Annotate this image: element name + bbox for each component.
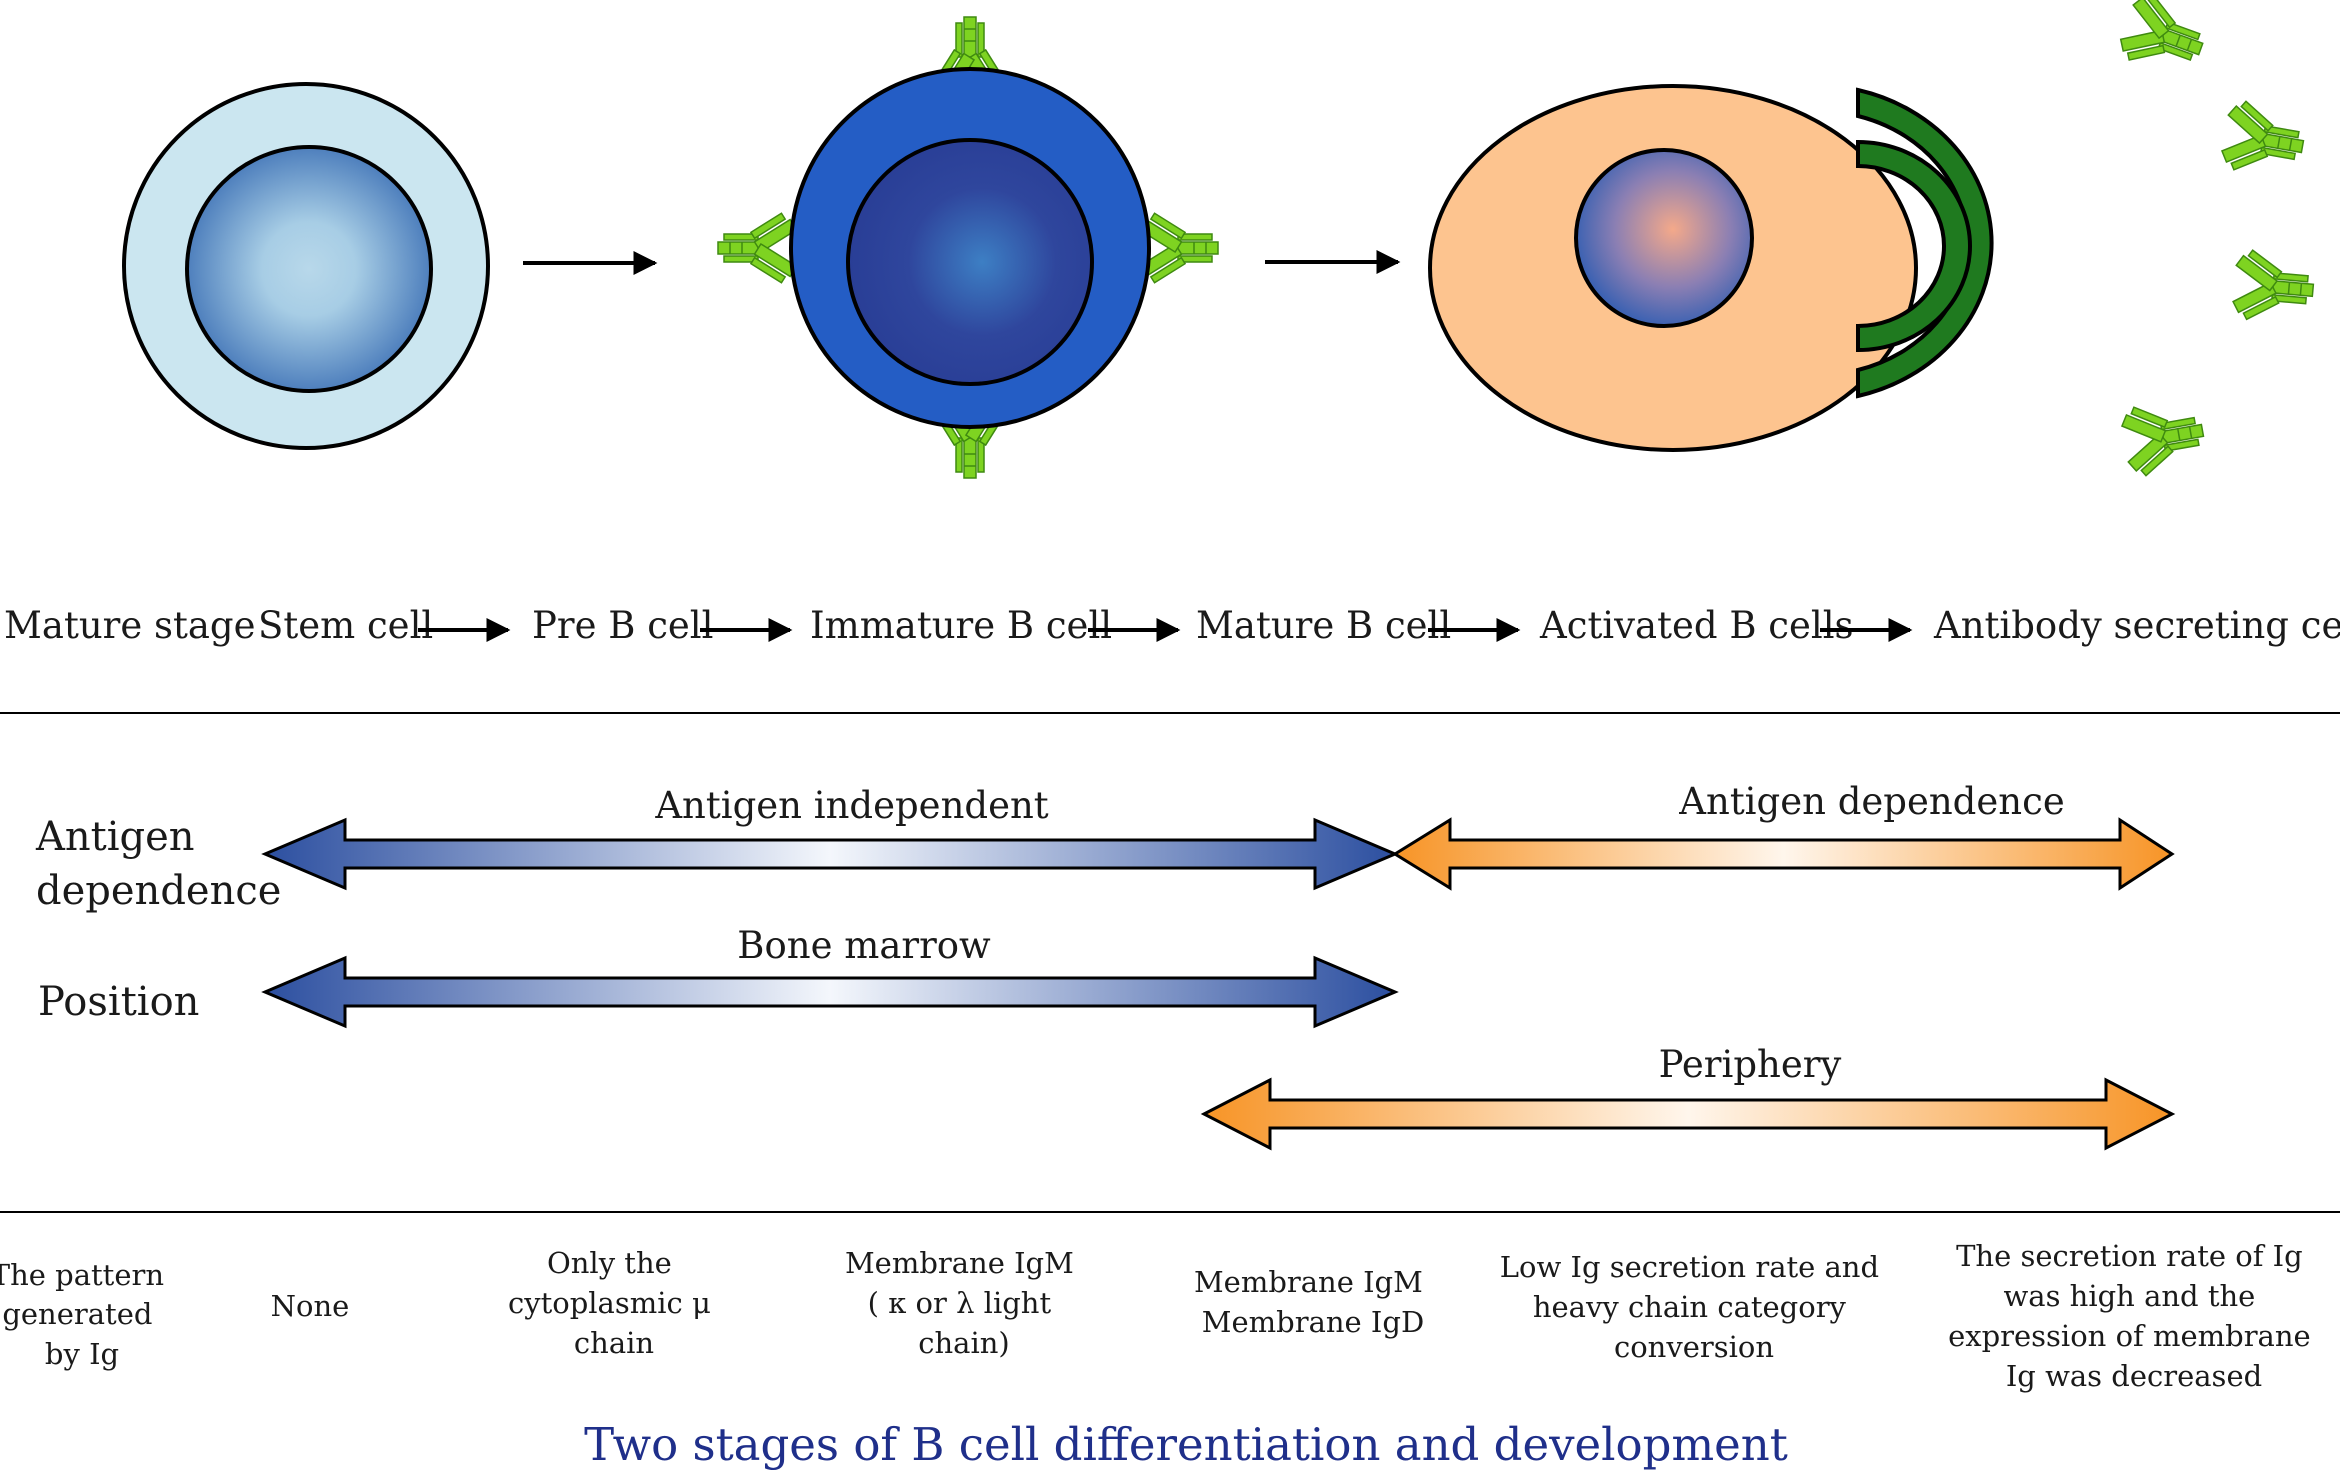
antibody-icon — [2230, 245, 2317, 328]
antibody-icon — [2217, 95, 2310, 184]
antigen-independent-arrow — [261, 817, 1399, 891]
stage-activated-b-cells: Activated B cells — [1539, 604, 1854, 647]
antigen-dependence-arrow — [1392, 817, 2175, 891]
antigen-dependence-arrow-label: Antigen dependence — [1678, 780, 2064, 823]
bone-marrow-arrow — [261, 955, 1399, 1029]
antibody-icon — [2117, 393, 2210, 482]
plasma-cell-icon — [1428, 0, 2317, 482]
ig-pattern-activated-b-cells: Low Ig secretion rate and heavy chain ca… — [1500, 1250, 1889, 1364]
periphery-label: Periphery — [1659, 1043, 1842, 1086]
figure-caption: Two stages of B cell differentiation and… — [584, 1418, 1788, 1471]
stage-antibody-secreting-cell: Antibody secreting cell — [1933, 604, 2340, 647]
b-cell-with-antibodies-icon — [717, 16, 1219, 479]
ig-pattern-header: The pattern generated by Ig — [0, 1258, 173, 1371]
stage-immature-b-cell: Immature B cell — [810, 604, 1112, 647]
stage-mature-b-cell: Mature B cell — [1196, 604, 1451, 647]
periphery-arrow — [1200, 1077, 2176, 1151]
stem-cell-icon — [122, 82, 490, 450]
ig-pattern-immature-b-cell: Membrane IgM ( κ or λ light chain) — [845, 1246, 1083, 1360]
mature-stage-header: Mature stage — [4, 604, 255, 647]
stage-pre-b-cell: Pre B cell — [532, 604, 713, 647]
stage-stem-cell: Stem cell — [258, 604, 433, 647]
antigen-independent-label: Antigen independent — [654, 784, 1048, 827]
antibody-icon — [2113, 0, 2215, 85]
antibody-icon — [1138, 210, 1219, 286]
ig-pattern-mature-b-cell: Membrane IgM Membrane IgD — [1194, 1265, 1432, 1339]
ig-pattern-antibody-secreting-cell: The secretion rate of Ig was high and th… — [1948, 1239, 2320, 1393]
antigen-dependence-label: Antigen — [35, 814, 195, 860]
bone-marrow-label: Bone marrow — [737, 924, 991, 967]
position-label: Position — [38, 979, 199, 1025]
antigen-dependence-label-2: dependence — [36, 868, 281, 914]
ig-pattern-pre-b-cell: Only the cytoplasmic μ chain — [508, 1246, 720, 1360]
antibody-icon — [717, 210, 798, 286]
ig-pattern-stem-cell: None — [271, 1289, 350, 1323]
